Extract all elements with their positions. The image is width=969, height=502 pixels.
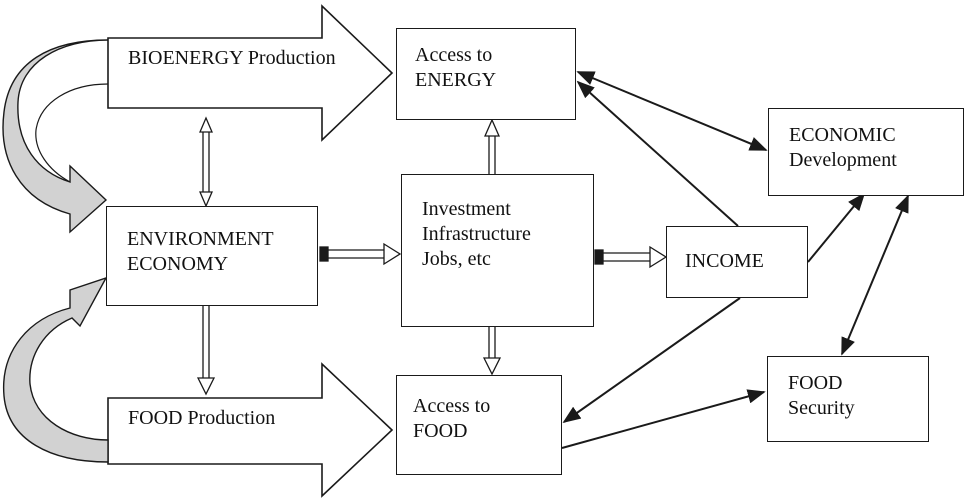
hollow-arrow-environment-investment (319, 242, 402, 266)
food-security-box: FOOD Security (767, 356, 929, 442)
economic-development-box: ECONOMIC Development (768, 108, 964, 196)
access-food-line1: Access to (413, 395, 491, 417)
access-to-energy-box: Access to ENERGY (396, 28, 576, 120)
hollow-arrow-environment-food (196, 306, 216, 396)
big-arrow-food-production-to-food (107, 362, 394, 498)
bioenergy-production-label: BIOENERGY Production (128, 46, 336, 71)
hollow-arrow-bioenergy-environment (199, 116, 213, 208)
arrow-energy-economic (576, 71, 768, 151)
curved-arrow-food-to-environment (2, 276, 109, 463)
hollow-arrow-investment-income (594, 245, 668, 269)
bioenergy-line1: BIOENERGY (128, 47, 243, 69)
investment-line3: Jobs, etc (422, 248, 491, 270)
access-energy-line1: Access to (415, 44, 493, 66)
food-security-line2: Security (788, 397, 855, 419)
economic-line2: Development (789, 149, 897, 171)
access-to-food-box: Access to FOOD (396, 375, 562, 475)
arrow-food-foodsecurity (561, 389, 766, 449)
curved-arrow-bioenergy-to-environment (2, 39, 109, 234)
hollow-arrow-investment-food (482, 327, 502, 376)
big-arrow-bioenergy-to-energy (107, 4, 394, 142)
hollow-arrow-investment-energy (484, 118, 500, 174)
arrow-income-energy (576, 80, 739, 227)
income-box: INCOME (666, 226, 808, 298)
food-production-line2: Production (187, 407, 276, 429)
arrow-income-food (562, 297, 741, 424)
income-line1: INCOME (685, 250, 764, 272)
economic-line1: ECONOMIC (789, 124, 896, 146)
arrow-economic-foodsecurity (841, 194, 909, 356)
investment-line2: Infrastructure (422, 223, 531, 245)
environment-line1: ENVIRONMENT (127, 228, 274, 250)
food-security-line1: FOOD (788, 372, 843, 394)
arrow-income-economic (807, 192, 866, 263)
bioenergy-line2: Production (247, 47, 336, 69)
access-energy-line2: ENERGY (415, 69, 497, 91)
food-production-line1: FOOD (128, 407, 183, 429)
access-food-line2: FOOD (413, 420, 468, 442)
investment-line1: Investment (422, 198, 511, 220)
food-production-label: FOOD Production (128, 406, 275, 431)
environment-line2: ECONOMY (127, 253, 229, 275)
investment-box: Investment Infrastructure Jobs, etc (401, 174, 594, 327)
environment-economy-box: ENVIRONMENT ECONOMY (106, 206, 318, 306)
